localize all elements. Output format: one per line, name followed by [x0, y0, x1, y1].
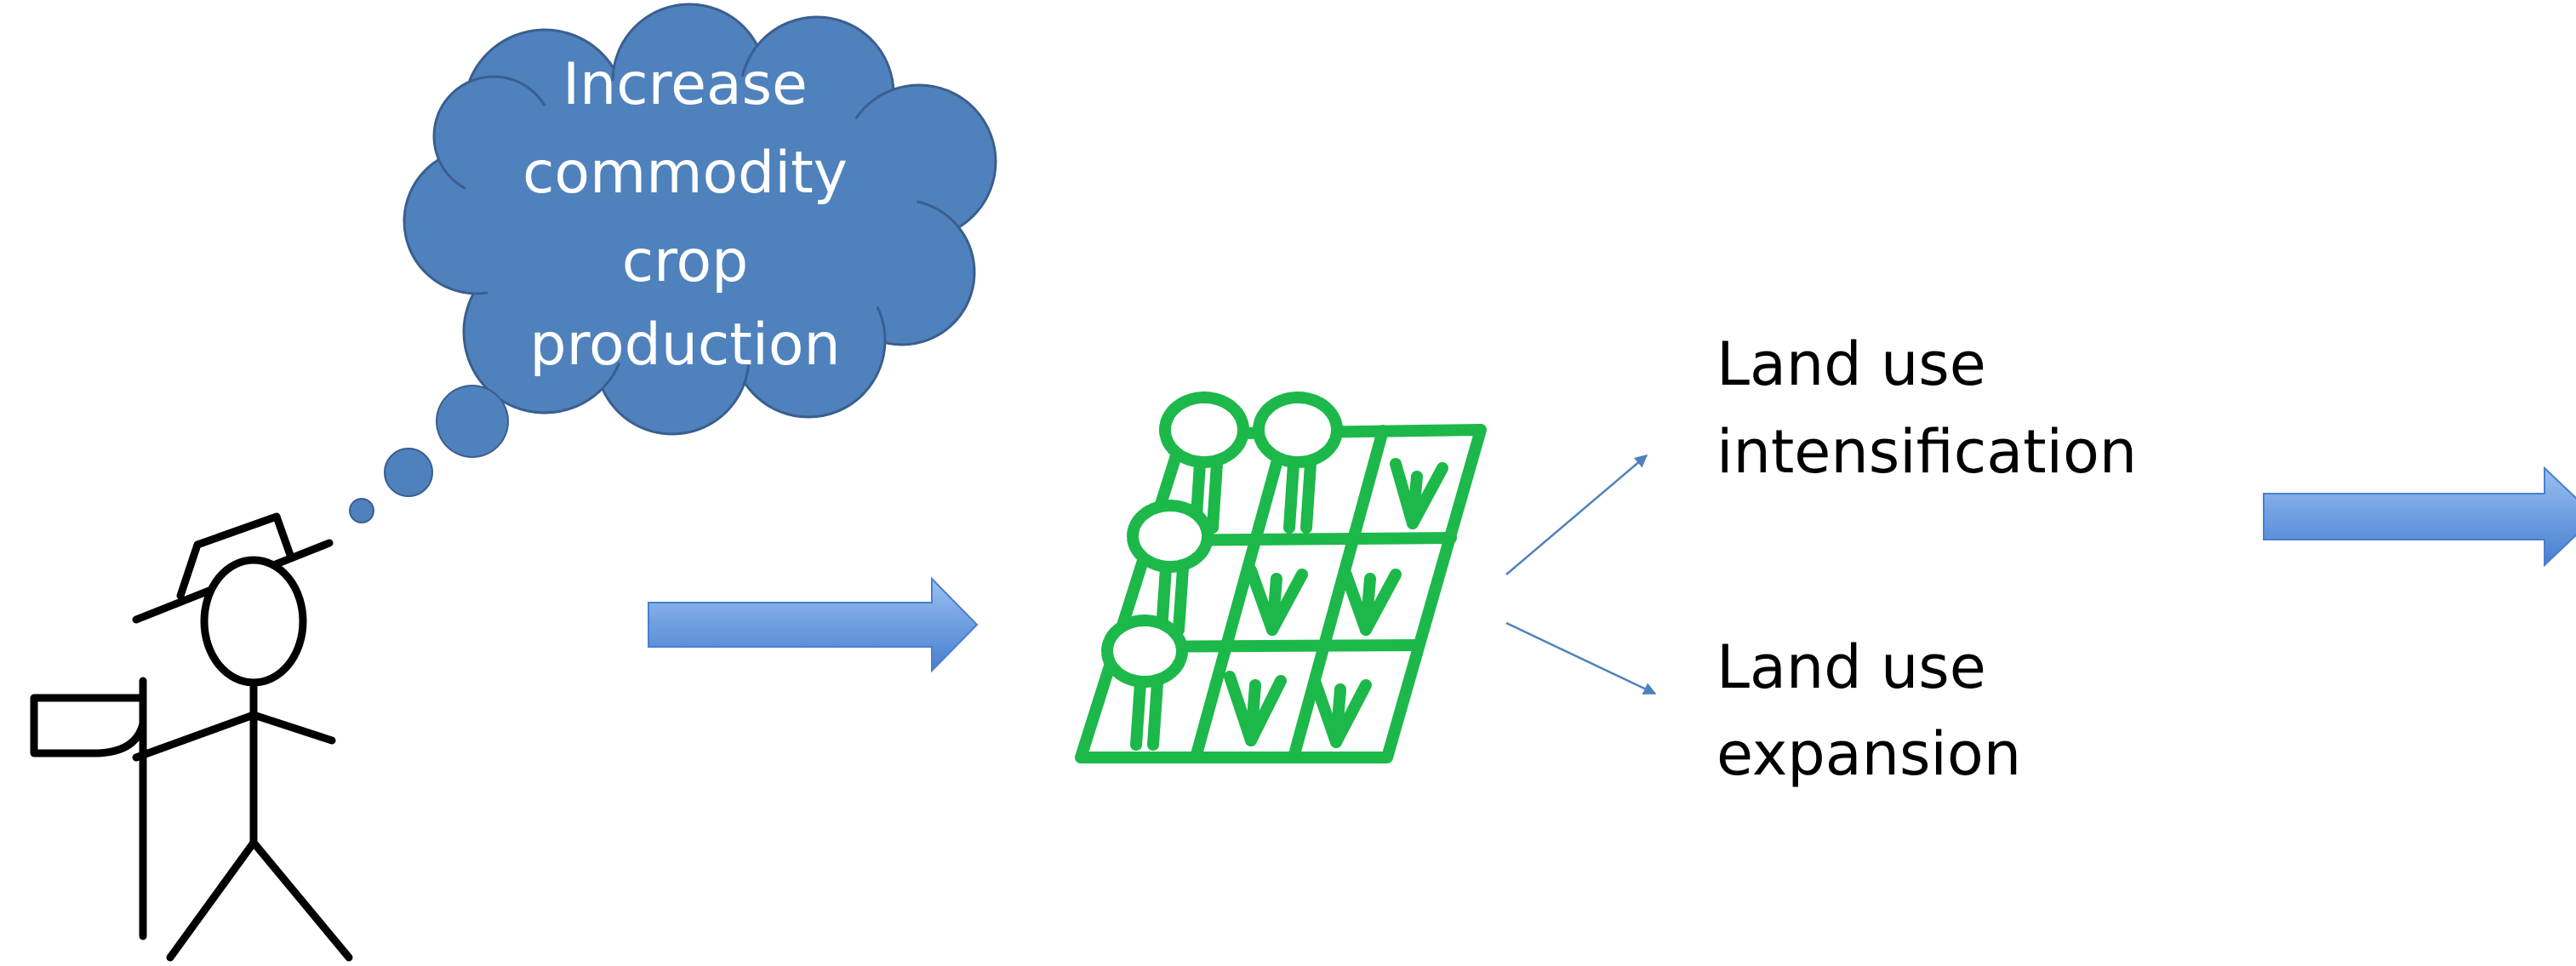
farmer-right-arm	[249, 711, 336, 745]
hat-crown	[176, 512, 295, 600]
cloud-line-1: Increase	[563, 51, 808, 118]
expansion-label-line-1: Land use	[1716, 632, 1986, 702]
tree-icon-2	[1253, 392, 1343, 534]
crop-icon-4	[1224, 671, 1287, 746]
thought-bubble-small	[349, 498, 374, 523]
farmer-left-leg	[166, 838, 258, 962]
thought-bubble-medium	[384, 448, 433, 497]
arrow-farmer-to-field	[648, 576, 979, 673]
cloud-line-4: production	[529, 312, 840, 379]
farmer-left-arm	[132, 711, 258, 762]
cloud-line-3: crop	[622, 228, 749, 295]
crop-icon-1	[1390, 458, 1448, 529]
field-col-line-2	[1288, 425, 1389, 763]
thought-bubble-large	[436, 385, 509, 458]
thought-bubbles	[349, 385, 509, 523]
expansion-label-line-2: expansion	[1716, 719, 2021, 789]
cloud-line-2: commodity	[523, 140, 848, 207]
farmer-head	[200, 556, 307, 687]
tool-head	[30, 694, 147, 757]
crop-icon-3	[1339, 564, 1402, 636]
field-col-line-1	[1190, 426, 1291, 763]
cloud-fill	[460, 72, 919, 370]
arrow-outcomes-to-next	[2263, 466, 2576, 568]
pointer-to-expansion	[1505, 621, 1657, 695]
crop-icon-5	[1309, 675, 1372, 748]
farmer-right-leg	[249, 838, 353, 962]
crop-icon-2	[1245, 564, 1308, 636]
tree-icon-4	[1101, 614, 1188, 751]
intensification-label-line-1: Land use	[1716, 329, 1986, 399]
thought-cloud: Increase commodity crop production	[403, 3, 997, 436]
intensification-label-line-2: intensification	[1716, 417, 2137, 487]
field-icon	[1075, 392, 1487, 763]
pointer-to-intensification	[1505, 454, 1648, 575]
farmer-figure	[30, 512, 353, 962]
